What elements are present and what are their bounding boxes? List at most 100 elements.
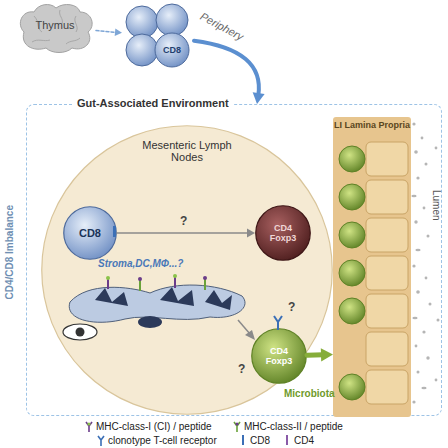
tcr-symbol (98, 436, 104, 446)
bacterium (423, 207, 426, 210)
legend-symbol (232, 420, 242, 432)
legend-symbol (238, 434, 248, 446)
t-cell (155, 33, 189, 67)
connector-line (117, 232, 249, 234)
treg-cell (339, 260, 365, 286)
bacterium (414, 150, 418, 154)
annotation-label: Stroma,DC,MΦ...? (98, 258, 183, 269)
bacterium (415, 345, 418, 348)
arrow-head (245, 330, 255, 340)
t-cell (156, 4, 188, 36)
connector (96, 28, 122, 36)
cell-node: Mesenteric Lymph NodesCD8CD4 Foxp3CD4 Fo… (41, 125, 333, 415)
bacterium (411, 195, 416, 198)
connector-line (96, 31, 116, 33)
cell-node: CD8 (63, 206, 117, 260)
tcr-symbol (274, 316, 282, 330)
coreceptor-bar (242, 435, 244, 445)
enterocyte (366, 332, 408, 366)
treg-cell (339, 146, 365, 172)
bacterium (414, 220, 417, 223)
arrow-head (247, 229, 255, 238)
dendritic-cell (205, 290, 232, 310)
stroma-dc-cluster (69, 285, 245, 322)
peptide (106, 276, 110, 280)
connector-line (307, 352, 323, 357)
peptide (203, 276, 207, 280)
legend-entry: clonotype T-cell receptor (96, 434, 217, 446)
bacterium (426, 356, 429, 359)
bacterium (416, 290, 420, 294)
microbiota-dots (411, 122, 439, 403)
cell-node: CD4 Foxp3 (251, 328, 307, 384)
legend-text: CD8 (250, 435, 270, 446)
node-label: CD4 Foxp3 (257, 346, 301, 366)
section-heading: Gut-Associated Environment (73, 97, 233, 109)
enterocyte (366, 370, 408, 404)
mhc-class-i (174, 277, 176, 288)
bacterium (427, 235, 430, 238)
treg-cell (339, 374, 365, 400)
peptide-symbol (235, 422, 238, 425)
organ-shape: Thymus (14, 2, 96, 52)
connector (194, 41, 265, 104)
bacterium (437, 319, 440, 322)
annotation-label: ? (238, 362, 245, 376)
node-label: Mesenteric Lymph Nodes (137, 139, 237, 163)
lamina-propria (333, 117, 411, 417)
mhc-symbol (86, 422, 92, 432)
t-cell (126, 6, 158, 38)
dendritic-cell (95, 288, 128, 306)
bacterium (412, 264, 415, 267)
bacterium (417, 371, 420, 374)
legend-text: CD4 (294, 435, 314, 446)
node-label: CD4 Foxp3 (261, 223, 305, 243)
connector-line (194, 41, 259, 96)
cell-cluster: CD8 (122, 4, 194, 68)
bacterium (415, 249, 420, 252)
macrophage (63, 324, 97, 340)
legend-entry: CD8 (238, 434, 270, 446)
legend-text: clonotype T-cell receptor (108, 435, 217, 446)
mhc-class-i (107, 279, 109, 289)
macrophage-nucleus (76, 328, 85, 337)
peptide (138, 277, 142, 281)
connector-label: Microbiota (284, 388, 335, 399)
legend-entry: CD4 (282, 434, 314, 446)
bacterium (412, 400, 415, 403)
legend-entry: MHC-class-II / peptide (232, 420, 343, 432)
bacterium (435, 147, 438, 150)
enterocyte (366, 294, 408, 328)
connector (117, 229, 255, 238)
coreceptor-bar (286, 435, 288, 445)
bacterium (425, 277, 428, 280)
arrow-head (115, 28, 122, 36)
legend-symbol (282, 434, 292, 446)
enterocyte (366, 218, 408, 252)
treg-cell (339, 184, 365, 210)
cell-node: CD4 Foxp3 (255, 205, 311, 261)
enterocyte (366, 256, 408, 290)
annotation-label: ? (288, 300, 295, 314)
legend-text: MHC-class-I (CI) / peptide (96, 421, 212, 432)
legend-symbol (84, 420, 94, 432)
legend-text: MHC-class-II / peptide (244, 421, 343, 432)
bacterium (412, 122, 415, 125)
dendritic-cell (160, 287, 194, 306)
bacterium (412, 317, 417, 320)
connector (307, 348, 333, 361)
bacterium (435, 379, 438, 382)
annotation-label: CD4/CD8 Imbalance (4, 205, 15, 299)
node-label: CD8 (157, 45, 187, 55)
legend-entry: MHC-class-I (CI) / peptide (84, 420, 212, 432)
node-label: CD8 (68, 227, 112, 239)
arrow-head (321, 348, 333, 361)
cell-body (256, 206, 311, 261)
cell-body (252, 329, 307, 384)
stromal-cell (138, 316, 162, 328)
node-label: Thymus (14, 19, 96, 31)
arrow-head (253, 92, 265, 104)
